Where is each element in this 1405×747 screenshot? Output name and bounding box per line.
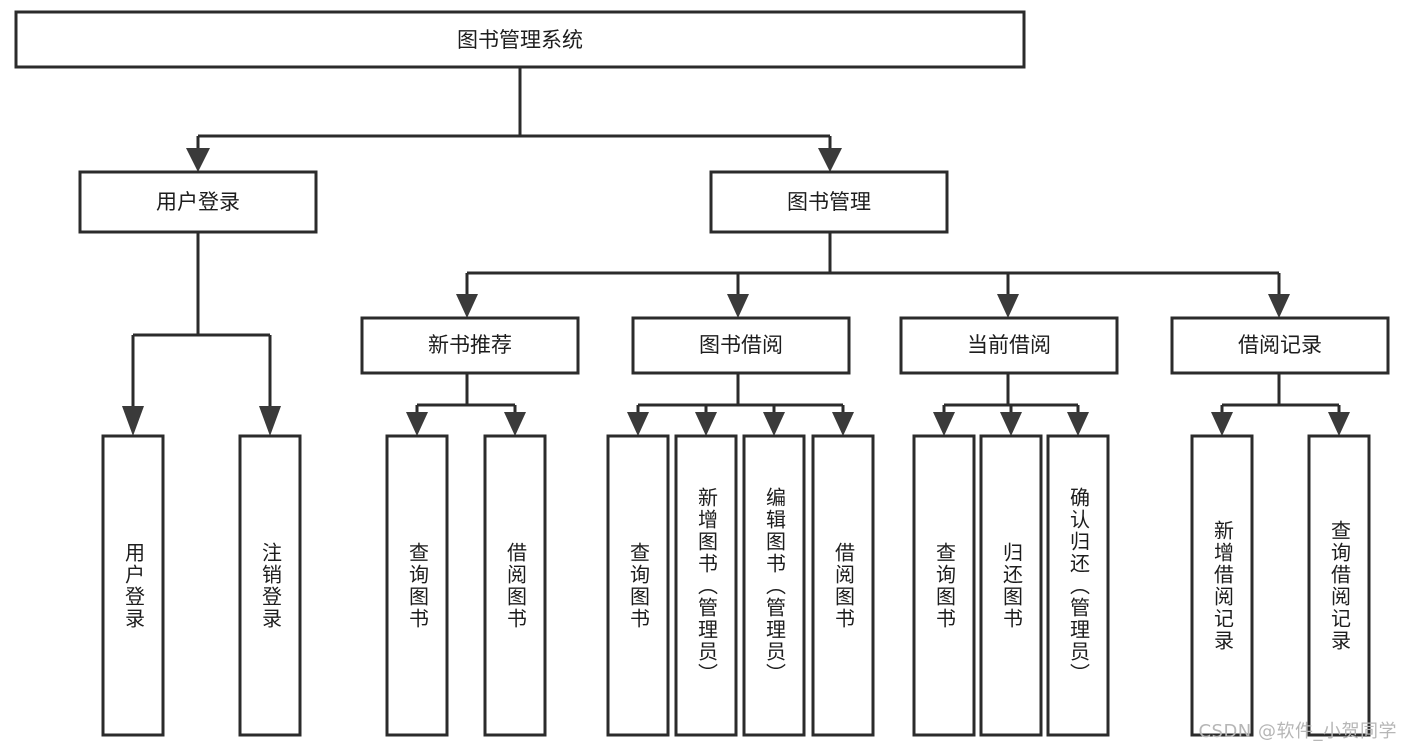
node-root-label: 图书管理系统	[457, 28, 583, 52]
arrow-icon-leaf-user-1	[122, 406, 144, 436]
leaf-box-borrow-2[interactable]	[674, 434, 738, 737]
arrow-icon-leaf-borrow-2	[695, 412, 717, 436]
leaf-box-borrow-1[interactable]	[606, 434, 670, 737]
arrow-icon-book-manage	[818, 148, 842, 172]
node-new-book-recommend[interactable]	[360, 316, 580, 375]
leaf-box-current-2[interactable]	[979, 434, 1043, 737]
node-borrow-record-label: 借阅记录	[1238, 333, 1322, 357]
node-root[interactable]	[14, 10, 1026, 69]
arrow-icon-leaf-user-2	[259, 406, 281, 436]
arrow-icon-level3-2	[727, 294, 749, 318]
leaf-box-record-2[interactable]	[1307, 434, 1371, 737]
node-book-borrow[interactable]	[631, 316, 851, 375]
arrow-icon-leaf-newbook-1	[406, 412, 428, 436]
arrow-icon-level3-4	[1268, 294, 1290, 318]
leaf-box-current-3[interactable]	[1046, 434, 1110, 737]
node-new-book-recommend-label: 新书推荐	[428, 333, 512, 357]
leaf-box-user-login-1[interactable]	[101, 434, 165, 737]
watermark-text: CSDN @软件_小贺同学	[1198, 721, 1397, 742]
leaf-box-newbook-2[interactable]	[483, 434, 547, 737]
node-user-login[interactable]	[78, 170, 318, 234]
node-book-borrow-label: 图书借阅	[699, 333, 783, 357]
leaf-box-record-1[interactable]	[1190, 434, 1254, 737]
leaf-box-borrow-3[interactable]	[742, 434, 806, 737]
arrow-icon-leaf-borrow-3	[763, 412, 785, 436]
leaf-box-current-1[interactable]	[912, 434, 976, 737]
arrow-icon-leaf-newbook-2	[504, 412, 526, 436]
arrow-icon-leaf-record-2	[1328, 412, 1350, 436]
node-current-borrow[interactable]	[899, 316, 1119, 375]
node-book-manage-label: 图书管理	[787, 190, 871, 214]
arrow-icon-leaf-borrow-4	[832, 412, 854, 436]
arrow-icon-leaf-current-1	[933, 412, 955, 436]
nodes-group: 图书管理系统 用户登录 图书管理 新书推荐 图书借阅 当前借阅 借阅记录	[14, 10, 1390, 737]
arrow-icon-level3-3	[997, 294, 1019, 318]
arrow-icon-leaf-current-2	[1000, 412, 1022, 436]
node-book-manage[interactable]	[709, 170, 949, 234]
leaf-box-user-login-2[interactable]	[238, 434, 302, 737]
leaf-box-newbook-1[interactable]	[385, 434, 449, 737]
node-user-login-label: 用户登录	[156, 190, 240, 214]
arrow-icon-level3-1	[456, 294, 478, 318]
node-borrow-record[interactable]	[1170, 316, 1390, 375]
arrowheads-group	[122, 148, 1350, 436]
arrow-icon-leaf-record-1	[1211, 412, 1233, 436]
leaf-box-borrow-4[interactable]	[811, 434, 875, 737]
node-current-borrow-label: 当前借阅	[967, 333, 1051, 357]
arrow-icon-user-login	[186, 148, 210, 172]
arrow-icon-leaf-borrow-1	[627, 412, 649, 436]
arrow-icon-leaf-current-3	[1067, 412, 1089, 436]
